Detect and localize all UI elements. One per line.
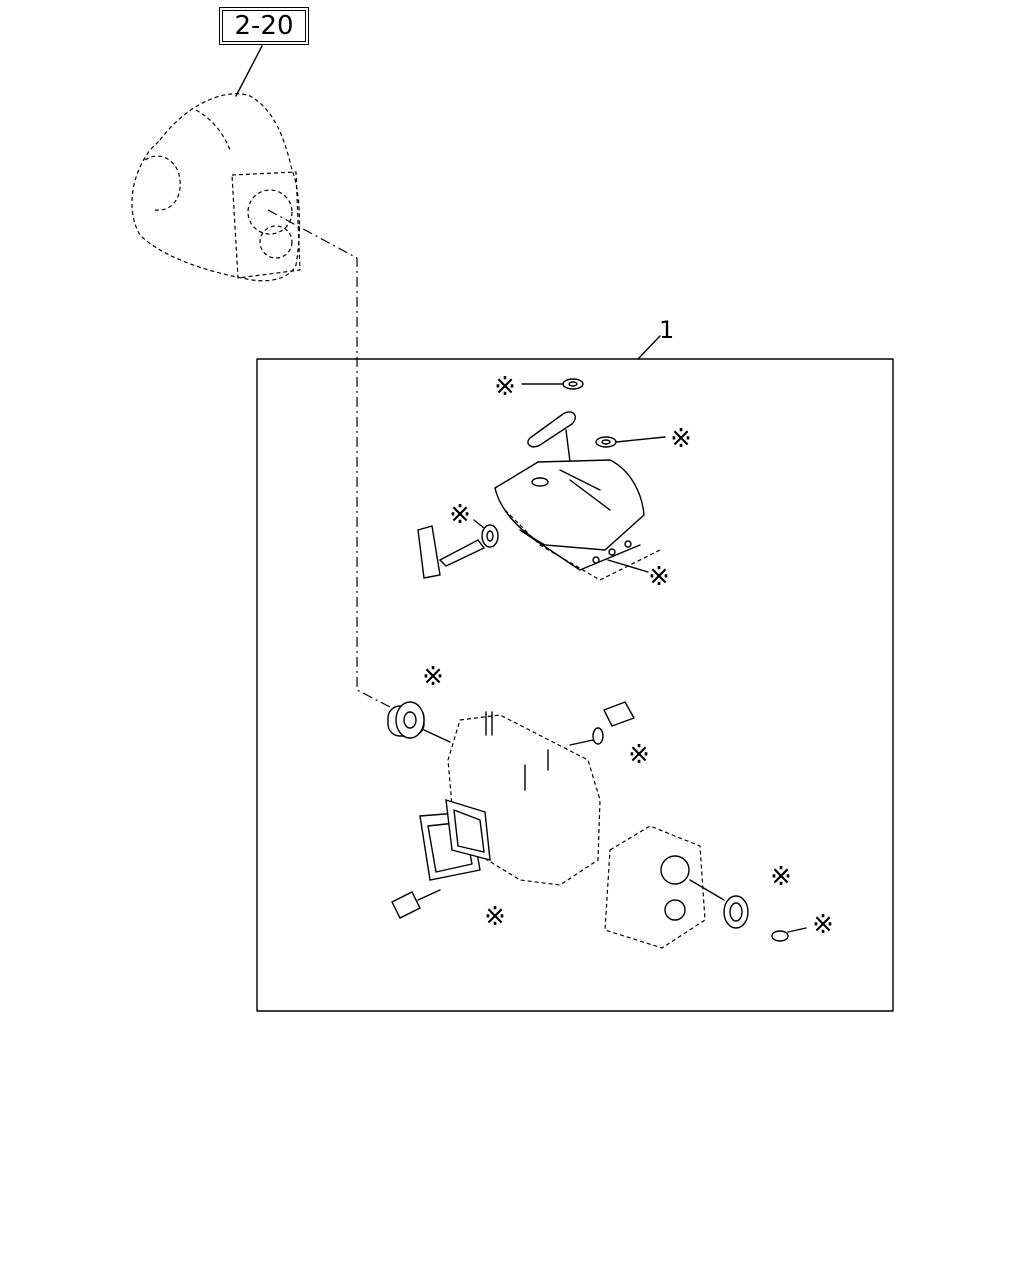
assembly-frame (256, 358, 894, 1012)
reference-box-2-20[interactable]: 2-20 (219, 7, 309, 45)
kit-mark: ※ (449, 500, 471, 530)
kit-mark: ※ (422, 662, 444, 692)
kit-mark: ※ (494, 372, 516, 402)
kit-mark: ※ (628, 740, 650, 770)
shift-cover-assembly (417, 378, 666, 581)
kit-mark: ※ (670, 424, 692, 454)
clutch-housing (131, 93, 301, 282)
assembly-leader (637, 335, 661, 360)
kit-mark: ※ (770, 862, 792, 892)
kit-mark: ※ (484, 902, 506, 932)
alignment-leader (267, 209, 393, 709)
kit-mark: ※ (648, 562, 670, 592)
assembly-callout-number: 1 (659, 316, 675, 344)
kit-mark: ※ (812, 910, 834, 940)
transmission-case (387, 701, 807, 949)
reference-leader-line (235, 45, 263, 97)
